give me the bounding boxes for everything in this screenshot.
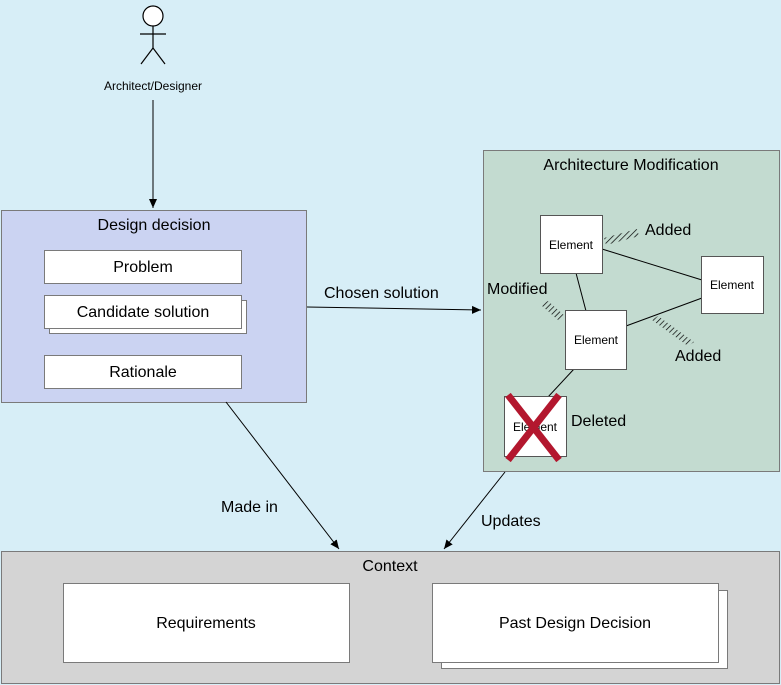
design-decision-box: Design decision Problem Candidate soluti… [1, 210, 307, 403]
chosen-solution-label: Chosen solution [324, 285, 439, 302]
candidate-solution-label: Candidate solution [77, 304, 210, 321]
deleted-label: Deleted [571, 413, 626, 430]
element-right-label: Element [710, 278, 755, 292]
added-label-1: Added [645, 222, 691, 239]
added-marker-2 [652, 316, 694, 346]
made-in-label: Made in [221, 499, 278, 516]
element-middle-label: Element [574, 333, 619, 347]
modified-marker [541, 301, 565, 320]
edge-made-in [225, 401, 340, 550]
requirements-label: Requirements [156, 615, 256, 632]
added-label-2: Added [675, 348, 721, 365]
added-marker-1 [604, 229, 639, 245]
edge-updates [443, 471, 506, 550]
past-design-decision-label: Past Design Decision [499, 615, 651, 632]
element-top-label: Element [549, 238, 594, 252]
architecture-modification-box: Architecture Modification Element Elemen… [483, 150, 780, 472]
element-right [701, 256, 764, 314]
architecture-modification-title: Architecture Modification [543, 157, 718, 174]
problem-label: Problem [113, 259, 173, 276]
actor-label: Architect/Designer [104, 79, 202, 93]
updates-label: Updates [481, 513, 541, 530]
actor-stick-figure-icon [140, 5, 166, 65]
context-box: Context Requirements Past Design Decisio… [1, 551, 780, 684]
rationale-label: Rationale [109, 364, 177, 381]
context-title: Context [362, 558, 418, 575]
modified-label: Modified [487, 281, 547, 298]
element-top [540, 215, 603, 274]
edge-chosen-solution [306, 305, 482, 314]
deleted-cross-icon [505, 392, 562, 463]
element-middle [565, 310, 627, 370]
design-decision-title: Design decision [98, 217, 211, 234]
